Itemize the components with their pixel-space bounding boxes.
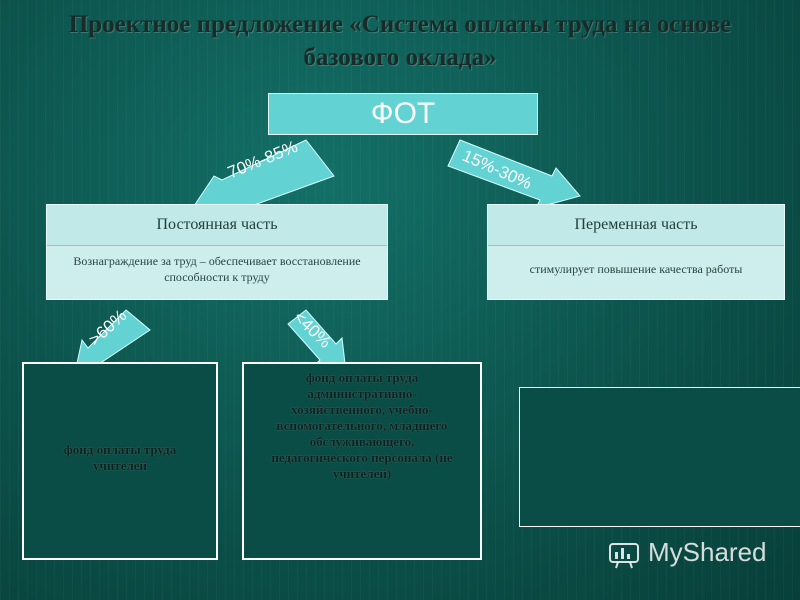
slide-title: Проектное предложение «Система оплаты тр… — [68, 11, 732, 71]
teachers-fund-box: фонд оплаты труда учителей — [22, 362, 218, 560]
fot-box: ФОТ — [268, 93, 538, 135]
arrow-to-variable-part — [440, 136, 590, 216]
fixed-part-heading: Постоянная часть — [47, 205, 387, 246]
variable-part-heading: Переменная часть — [488, 205, 784, 246]
variable-part-box: Переменная часть стимулирует повышение к… — [487, 204, 785, 300]
watermark: MyShared — [606, 534, 767, 570]
staff-fund-text: фонд оплаты труда административно-хозяйс… — [271, 370, 453, 481]
fixed-part-description: Вознаграждение за труд – обеспечивает во… — [73, 254, 361, 284]
chart-logo-icon — [609, 543, 639, 569]
variable-part-description: стимулирует повышение качества работы — [529, 262, 743, 276]
watermark-text: MyShared — [648, 536, 767, 567]
arrow-to-staff-fund — [284, 306, 364, 378]
empty-box — [519, 387, 800, 527]
teachers-fund-text: фонд оплаты труда учителей — [63, 442, 177, 473]
fixed-part-box: Постоянная часть Вознаграждение за труд … — [46, 204, 388, 300]
staff-fund-box: фонд оплаты труда административно-хозяйс… — [242, 362, 482, 560]
fot-label: ФОТ — [370, 97, 436, 130]
